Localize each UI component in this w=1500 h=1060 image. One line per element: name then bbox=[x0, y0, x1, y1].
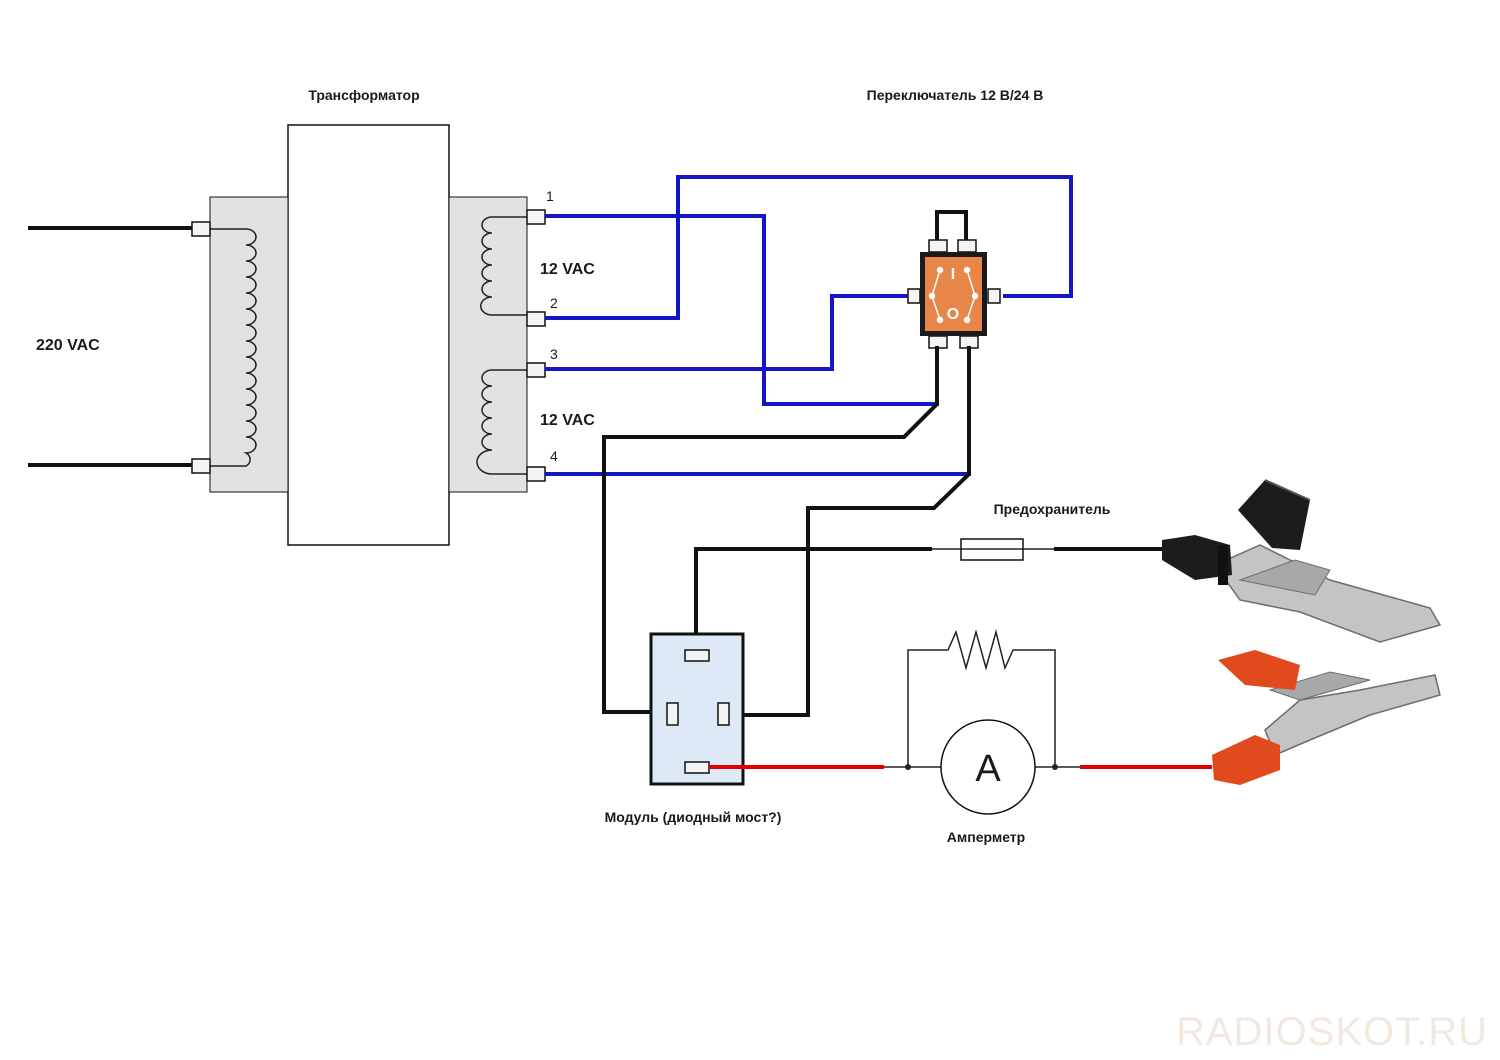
fuse-label: Предохранитель bbox=[994, 501, 1111, 517]
wire-terminal-4 bbox=[545, 346, 971, 476]
primary-terminal-top bbox=[191, 221, 211, 237]
red-clamp-jaw bbox=[1264, 674, 1441, 756]
transformer-core bbox=[287, 124, 450, 546]
primary-winding bbox=[210, 228, 257, 467]
secondary-voltage-label-1: 12 VAC bbox=[540, 261, 595, 278]
secondary-winding-lower bbox=[476, 369, 527, 475]
red-clamp bbox=[1212, 650, 1441, 785]
switch-top-jumper bbox=[935, 210, 968, 241]
module-pin-top bbox=[684, 649, 710, 662]
terminal-4-label: 4 bbox=[550, 448, 558, 464]
switch-on-mark: I bbox=[951, 266, 955, 283]
terminal-1 bbox=[526, 209, 546, 225]
secondary-voltage-label-2: 12 VAC bbox=[540, 412, 595, 429]
switch-pin-right bbox=[987, 288, 1001, 304]
switch-contacts bbox=[928, 266, 979, 324]
diode-bridge-module bbox=[649, 632, 745, 786]
primary-terminal-bottom bbox=[191, 458, 211, 474]
wire-switch-to-module-left bbox=[602, 346, 939, 714]
black-clamp-boot bbox=[1162, 535, 1232, 580]
wire-switch-to-module-right bbox=[731, 346, 971, 717]
switch-12-24: I O bbox=[907, 210, 1001, 349]
module-pin-right bbox=[717, 702, 730, 726]
secondary-winding-upper bbox=[480, 216, 527, 316]
terminal-1-label: 1 bbox=[546, 188, 554, 204]
wire-terminal-1 bbox=[545, 214, 939, 406]
red-clamp-boot bbox=[1212, 735, 1280, 785]
primary-coil-box bbox=[209, 196, 289, 493]
blue-wires bbox=[545, 175, 1073, 476]
terminal-3-label: 3 bbox=[550, 346, 558, 362]
ammeter: A bbox=[940, 719, 1036, 815]
module-pin-left bbox=[666, 702, 679, 726]
ammeter-dial bbox=[940, 719, 1036, 815]
switch-label: Переключатель 12 В/24 В bbox=[867, 87, 1044, 103]
ammeter-symbol: A bbox=[975, 748, 1001, 790]
terminal-4 bbox=[526, 466, 546, 482]
primary-voltage-label: 220 VAC bbox=[36, 337, 100, 354]
black-clamp-handle bbox=[1238, 480, 1310, 550]
transformer-label: Трансформатор bbox=[308, 87, 419, 103]
switch-pin-top-right bbox=[957, 239, 977, 253]
switch-pin-top-left bbox=[928, 239, 948, 253]
transformer bbox=[191, 124, 546, 546]
fuse bbox=[932, 538, 1054, 561]
terminal-2 bbox=[526, 311, 546, 327]
black-clamp-jaw bbox=[1213, 544, 1442, 643]
terminal-3 bbox=[526, 362, 546, 378]
switch-pin-left bbox=[907, 288, 921, 304]
red-clamp-handle bbox=[1218, 650, 1300, 690]
switch-off-mark: O bbox=[947, 306, 959, 323]
module-label: Модуль (диодный мост?) bbox=[605, 809, 782, 825]
ammeter-shunt bbox=[884, 629, 1080, 770]
wire-module-to-fuse bbox=[694, 547, 932, 650]
ammeter-label: Амперметр bbox=[947, 829, 1025, 845]
module-pin-bottom bbox=[684, 761, 710, 774]
watermark: RADIOSKOT.RU bbox=[1176, 1010, 1488, 1054]
terminal-2-label: 2 bbox=[550, 295, 558, 311]
wire-terminal-2 bbox=[545, 175, 1073, 320]
secondary-coil-box bbox=[448, 196, 528, 493]
wire-terminal-3 bbox=[545, 294, 910, 371]
black-wires bbox=[602, 346, 1165, 717]
black-clamp bbox=[1162, 479, 1442, 643]
